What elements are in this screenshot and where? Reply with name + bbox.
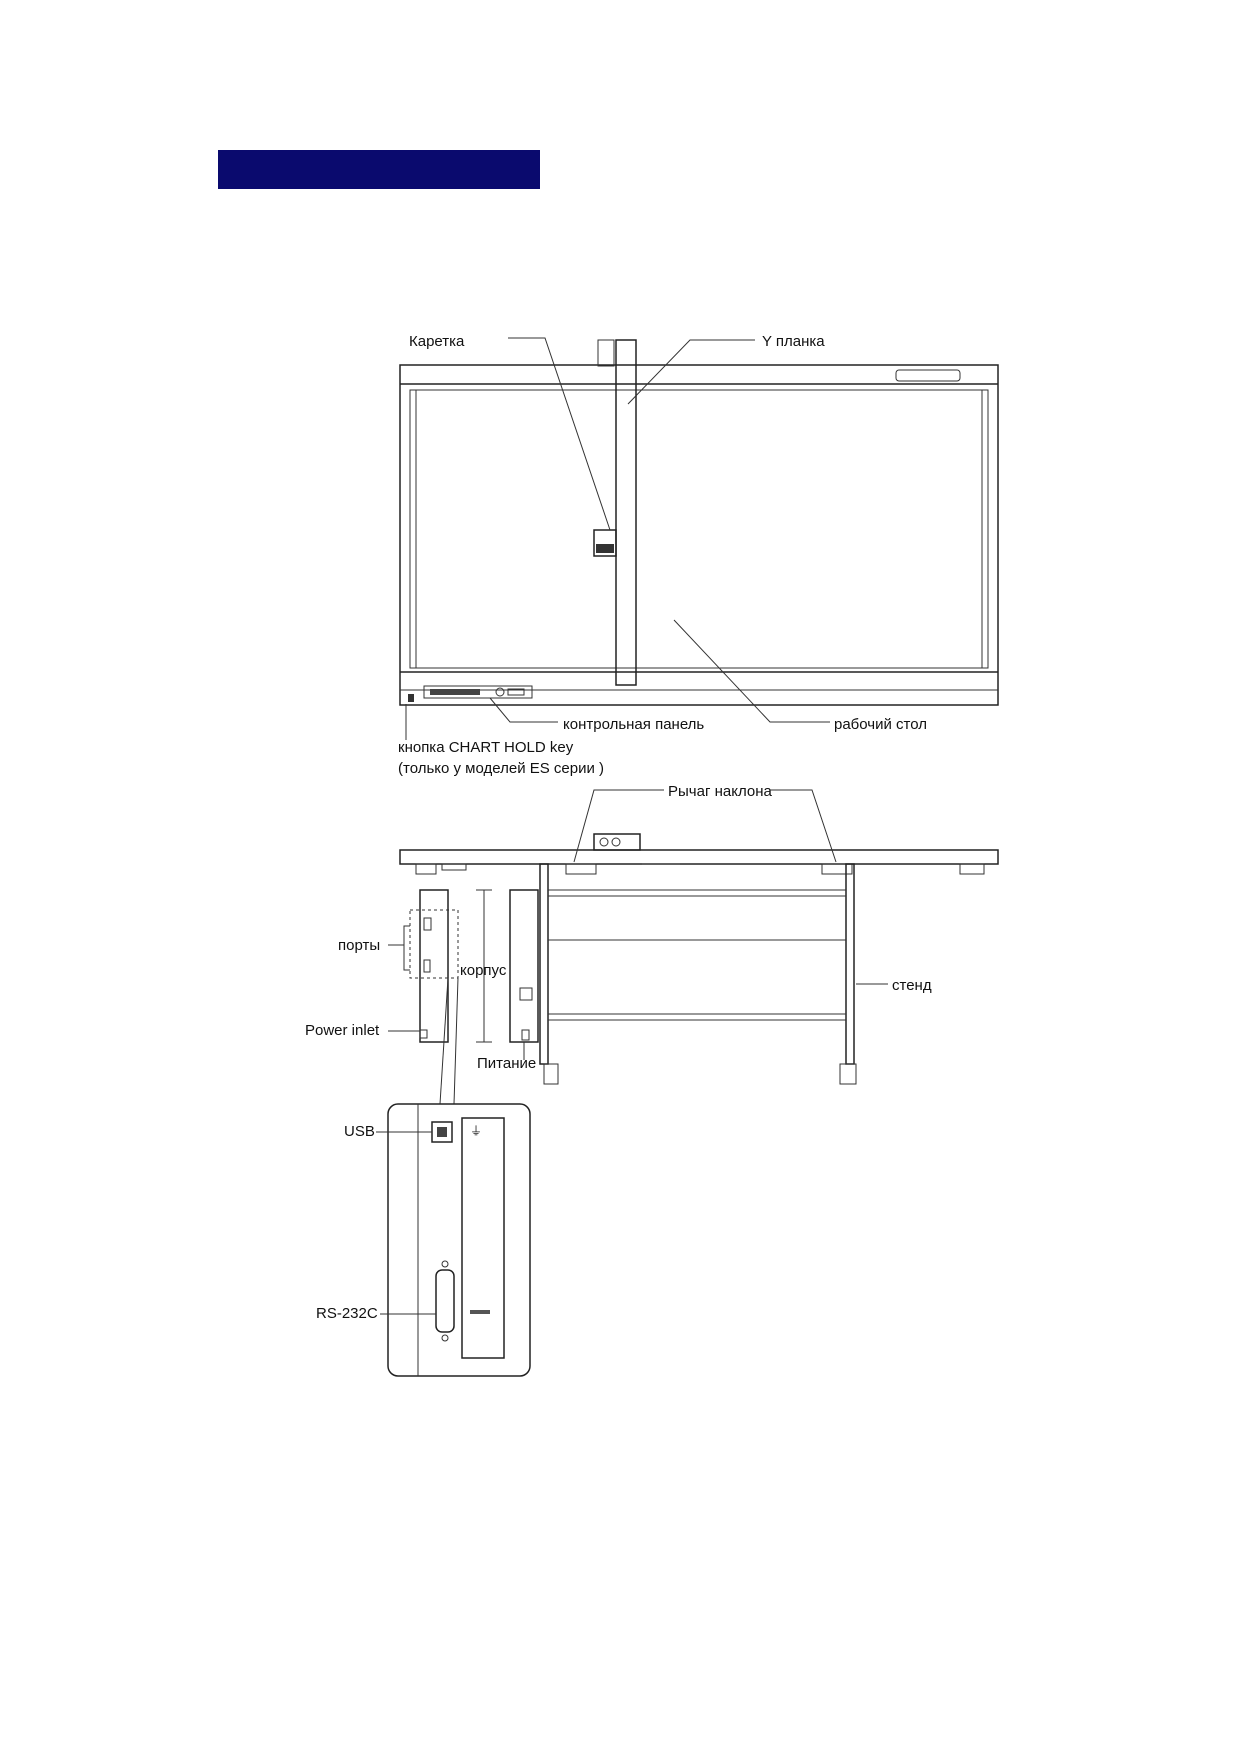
stand-leg-left (539, 863, 549, 1065)
label-tilt-lever: Рычаг наклона (668, 783, 772, 800)
label-rs232c: RS-232C (316, 1305, 378, 1322)
label-power: Питание (477, 1055, 536, 1072)
label-ports: порты (338, 937, 380, 954)
label-stand: стенд (892, 977, 932, 994)
power-inlet-small (419, 1029, 428, 1039)
label-carriage: Каретка (409, 333, 465, 350)
svg-text:⏚: ⏚ (470, 1124, 482, 1138)
leader-carriage (508, 337, 611, 531)
label-chart-hold-note: (только у моделей ES серии ) (398, 760, 604, 777)
port-serial-small (423, 959, 431, 973)
chart-hold-key (408, 694, 414, 702)
label-power-inlet: Power inlet (305, 1022, 380, 1039)
leader-work-table (673, 619, 830, 723)
top-slot (895, 369, 961, 382)
leader-tilt-right (770, 789, 837, 863)
label-usb: USB (344, 1123, 375, 1140)
plotter-side-view: Рычаг наклона порты корпус стенд Power i… (305, 783, 999, 1085)
housing-left (419, 889, 449, 1043)
work-table-surface (409, 389, 989, 669)
plotter-frame (399, 364, 999, 706)
label-chart-hold-key: кнопка CHART HOLD key (398, 739, 574, 756)
rs232c-port (435, 1269, 455, 1333)
tilt-lever-left (565, 863, 597, 875)
ports-detail-view: ⏚ USB RS-232C (316, 977, 531, 1377)
port-panel (387, 1103, 531, 1377)
label-housing: корпус (460, 962, 507, 979)
tilt-lever-right (821, 863, 853, 875)
y-bar (615, 339, 637, 686)
caster-right (839, 1063, 857, 1085)
stand-leg-right (845, 863, 855, 1065)
carriage (593, 529, 617, 557)
port-panel-inset (461, 1117, 505, 1359)
housing-right (509, 889, 539, 1043)
control-panel (423, 685, 533, 699)
section-header-bar (218, 150, 540, 189)
plotter-top-view: Каретка Y планка контрольная панель рабо… (398, 333, 999, 777)
side-carriage (593, 833, 641, 851)
port-usb-small (423, 917, 432, 931)
label-work-table: рабочий стол (834, 716, 927, 733)
leader-tilt-left (573, 789, 664, 863)
ports-zoom-box (409, 909, 459, 979)
label-y-bar: Y планка (762, 333, 825, 350)
caster-left (543, 1063, 559, 1085)
leader-control-panel (489, 697, 558, 723)
side-table-top (399, 849, 999, 865)
power-connector-small (521, 1029, 530, 1041)
label-control-panel: контрольная панель (563, 716, 704, 733)
leader-y-bar (627, 339, 755, 405)
